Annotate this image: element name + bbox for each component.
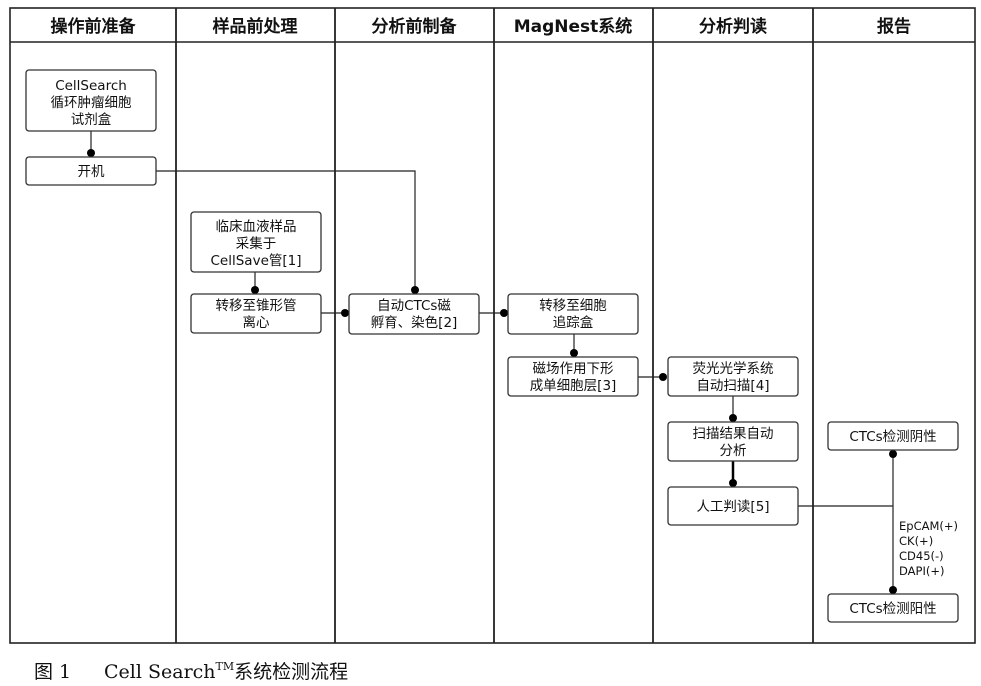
box-text: 自动CTCs磁 [377, 298, 451, 314]
box-text: 自动扫描[4] [696, 378, 769, 394]
lane-header: MagNest系统 [514, 16, 633, 37]
box-text: 人工判读[5] [696, 499, 769, 515]
frame [9, 7, 976, 644]
box-magnet: 磁场作用下形 成单细胞层[3] [507, 356, 639, 397]
box-text: 试剂盒 [71, 111, 112, 128]
box-text: 荧光光学系统 [693, 361, 774, 377]
lane-header: 分析判读 [699, 16, 767, 37]
marker-label: EpCAM(+) [899, 519, 958, 533]
lane-dividers [175, 8, 814, 643]
caption-number: 图 1 [34, 661, 71, 683]
box-text: CTCs检测阳性 [849, 601, 936, 617]
box-scan: 荧光光学系统 自动扫描[4] [667, 356, 799, 397]
box-kit: CellSearch 循环肿瘤细胞 试剂盒 [25, 69, 157, 132]
box-text: CTCs检测阴性 [849, 429, 936, 445]
lane-headers: 操作前准备 样品前处理 分析前制备 MagNest系统 分析判读 报告 [51, 16, 912, 37]
box-positive: CTCs检测阳性 [827, 593, 959, 623]
box-negative: CTCs检测阴性 [827, 421, 959, 451]
box-transfer: 转移至细胞 追踪盒 [507, 293, 639, 335]
box-text: 开机 [78, 164, 105, 180]
box-analysis: 扫描结果自动 分析 [667, 421, 799, 462]
caption-text: Cell SearchTM系统检测流程 [104, 660, 348, 683]
box-centrifuge: 转移至锥形管 离心 [190, 293, 322, 334]
marker-label: CK(+) [899, 534, 933, 548]
lane-header: 分析前制备 [372, 16, 458, 37]
box-text: 追踪盒 [553, 314, 594, 331]
figure-caption: 图 1 Cell SearchTM系统检测流程 [34, 660, 348, 683]
box-text: 磁场作用下形 [533, 361, 614, 377]
connector-dots [87, 149, 897, 594]
box-blood: 临床血液样品 采集于 CellSave管[1] [190, 211, 322, 273]
box-text: 分析 [720, 443, 747, 459]
box-manual: 人工判读[5] [667, 486, 799, 526]
box-text: 采集于 [236, 236, 277, 252]
lane-header: 样品前处理 [213, 16, 298, 37]
box-power-on: 开机 [25, 156, 157, 186]
box-text: 离心 [243, 314, 270, 331]
box-text: 循环肿瘤细胞 [51, 94, 132, 111]
box-text: 扫描结果自动 [693, 426, 774, 442]
box-text: 转移至细胞 [539, 298, 607, 314]
marker-label: CD45(-) [899, 549, 944, 563]
marker-label: DAPI(+) [899, 564, 944, 578]
box-incubate: 自动CTCs磁 孵育、染色[2] [348, 293, 480, 335]
lane-header: 操作前准备 [51, 16, 137, 37]
box-text: CellSearch [55, 78, 127, 94]
box-text: 成单细胞层[3] [530, 378, 617, 394]
box-text: 转移至锥形管 [216, 298, 297, 314]
box-text: CellSave管[1] [211, 253, 302, 269]
lane-header: 报告 [877, 16, 911, 37]
marker-labels: EpCAM(+) CK(+) CD45(-) DAPI(+) [899, 519, 958, 578]
box-text: 临床血液样品 [216, 219, 297, 235]
box-text: 孵育、染色[2] [371, 314, 458, 331]
